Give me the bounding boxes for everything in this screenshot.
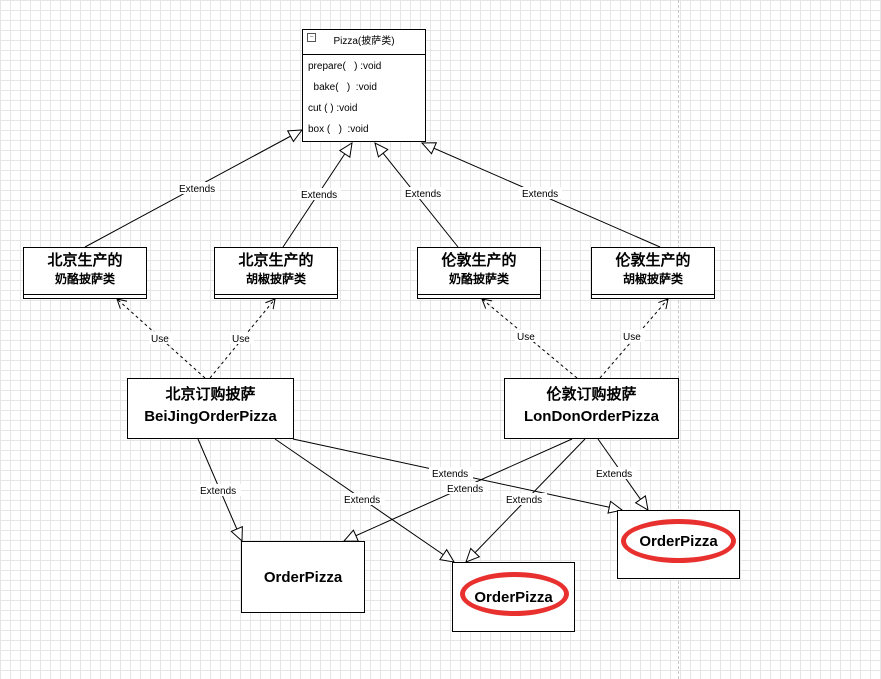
edge-label-extends-3: Extends [402, 187, 446, 200]
edge-label-extends-10: Extends [593, 467, 637, 480]
subclass-line1: 北京生产的 [47, 252, 123, 269]
order-pizza-label: OrderPizza [474, 588, 553, 606]
edge-label-extends-1: Extends [176, 182, 218, 195]
subclass-divider [418, 294, 540, 295]
edge-label-use-4: Use [621, 330, 645, 343]
order-pizza-box-right[interactable]: OrderPizza [617, 510, 740, 579]
svg-text:Extends: Extends [200, 486, 236, 497]
svg-text:Use: Use [623, 332, 641, 343]
subclass-line1: 伦敦生产的 [615, 252, 691, 269]
edge-label-extends-9: Extends [503, 493, 547, 506]
london-order-pizza-box[interactable]: 伦敦订购披萨 LonDonOrderPizza [504, 378, 679, 439]
svg-text:Extends: Extends [344, 495, 380, 506]
order-pizza-box-middle[interactable]: OrderPizza [452, 562, 575, 632]
subclass-divider [24, 294, 146, 295]
subclass-line1: 北京生产的 [238, 252, 314, 269]
edge-label-extends-6: Extends [341, 493, 385, 506]
pizza-class-title-text: Pizza(披萨类) [333, 36, 395, 47]
beijing-order-pizza-box[interactable]: 北京订购披萨 BeiJingOrderPizza [127, 378, 294, 439]
edge-label-extends-7: Extends [429, 467, 473, 480]
svg-text:Extends: Extends [405, 189, 441, 200]
highlight-circle [621, 519, 736, 563]
subclass-line2: 奶酪披萨类 [54, 272, 115, 286]
method-bake: bake( ) :void [308, 82, 377, 93]
svg-text:Extends: Extends [522, 189, 558, 200]
order-pizza-label: OrderPizza [263, 568, 343, 586]
edge-label-use-3: Use [515, 330, 539, 343]
subclass-divider [215, 294, 337, 295]
subclass-beijing-cheese[interactable]: 北京生产的 奶酪披萨类 [23, 247, 147, 299]
subclass-beijing-pepper[interactable]: 北京生产的 胡椒披萨类 [214, 247, 338, 299]
svg-text:Use: Use [232, 334, 250, 345]
svg-text:Use: Use [151, 334, 169, 345]
method-cut: cut ( ) :void [308, 103, 358, 114]
svg-text:Extends: Extends [447, 484, 483, 495]
subclass-london-pepper[interactable]: 伦敦生产的 胡椒披萨类 [591, 247, 715, 299]
collapse-icon[interactable]: − [307, 33, 316, 42]
order-source-line2: LonDonOrderPizza [523, 408, 659, 425]
pizza-class-box[interactable]: − Pizza(披萨类) prepare( ) :void bake( ) :v… [302, 29, 426, 142]
highlight-circle [460, 572, 569, 616]
page-boundary-line [678, 0, 679, 679]
order-source-line1: 伦敦订购披萨 [546, 386, 637, 403]
method-box: box ( ) :void [308, 124, 369, 135]
svg-text:Extends: Extends [179, 184, 215, 195]
edge-use-1 [116, 298, 206, 379]
edge-use-2 [209, 298, 276, 379]
subclass-line2: 胡椒披萨类 [622, 272, 683, 286]
pizza-class-methods: prepare( ) :void bake( ) :void cut ( ) :… [303, 55, 425, 144]
edge-label-extends-4: Extends [518, 187, 562, 200]
svg-text:Extends: Extends [301, 190, 337, 201]
edge-label-extends-8: Extends [444, 482, 488, 495]
order-pizza-label: OrderPizza [639, 533, 718, 550]
svg-text:Extends: Extends [596, 469, 632, 480]
svg-text:Extends: Extends [506, 495, 542, 506]
svg-text:Extends: Extends [432, 469, 468, 480]
edge-label-extends-2: Extends [297, 188, 341, 201]
subclass-line1: 伦敦生产的 [441, 252, 517, 269]
edge-use-4 [599, 298, 669, 379]
order-source-line2: BeiJingOrderPizza [144, 408, 277, 425]
edge-label-use-1: Use [149, 332, 173, 345]
pizza-class-title: − Pizza(披萨类) [303, 30, 425, 55]
method-prepare: prepare( ) :void [308, 61, 382, 72]
order-source-line1: 北京订购披萨 [165, 386, 256, 403]
subclass-london-cheese[interactable]: 伦敦生产的 奶酪披萨类 [417, 247, 541, 299]
order-pizza-box-left[interactable]: OrderPizza [241, 541, 365, 613]
edge-label-use-2: Use [230, 332, 254, 345]
subclass-line2: 奶酪披萨类 [448, 272, 509, 286]
svg-text:Use: Use [517, 332, 535, 343]
subclass-divider [592, 294, 714, 295]
subclass-line2: 胡椒披萨类 [245, 272, 306, 286]
edge-label-extends-5: Extends [197, 484, 241, 497]
